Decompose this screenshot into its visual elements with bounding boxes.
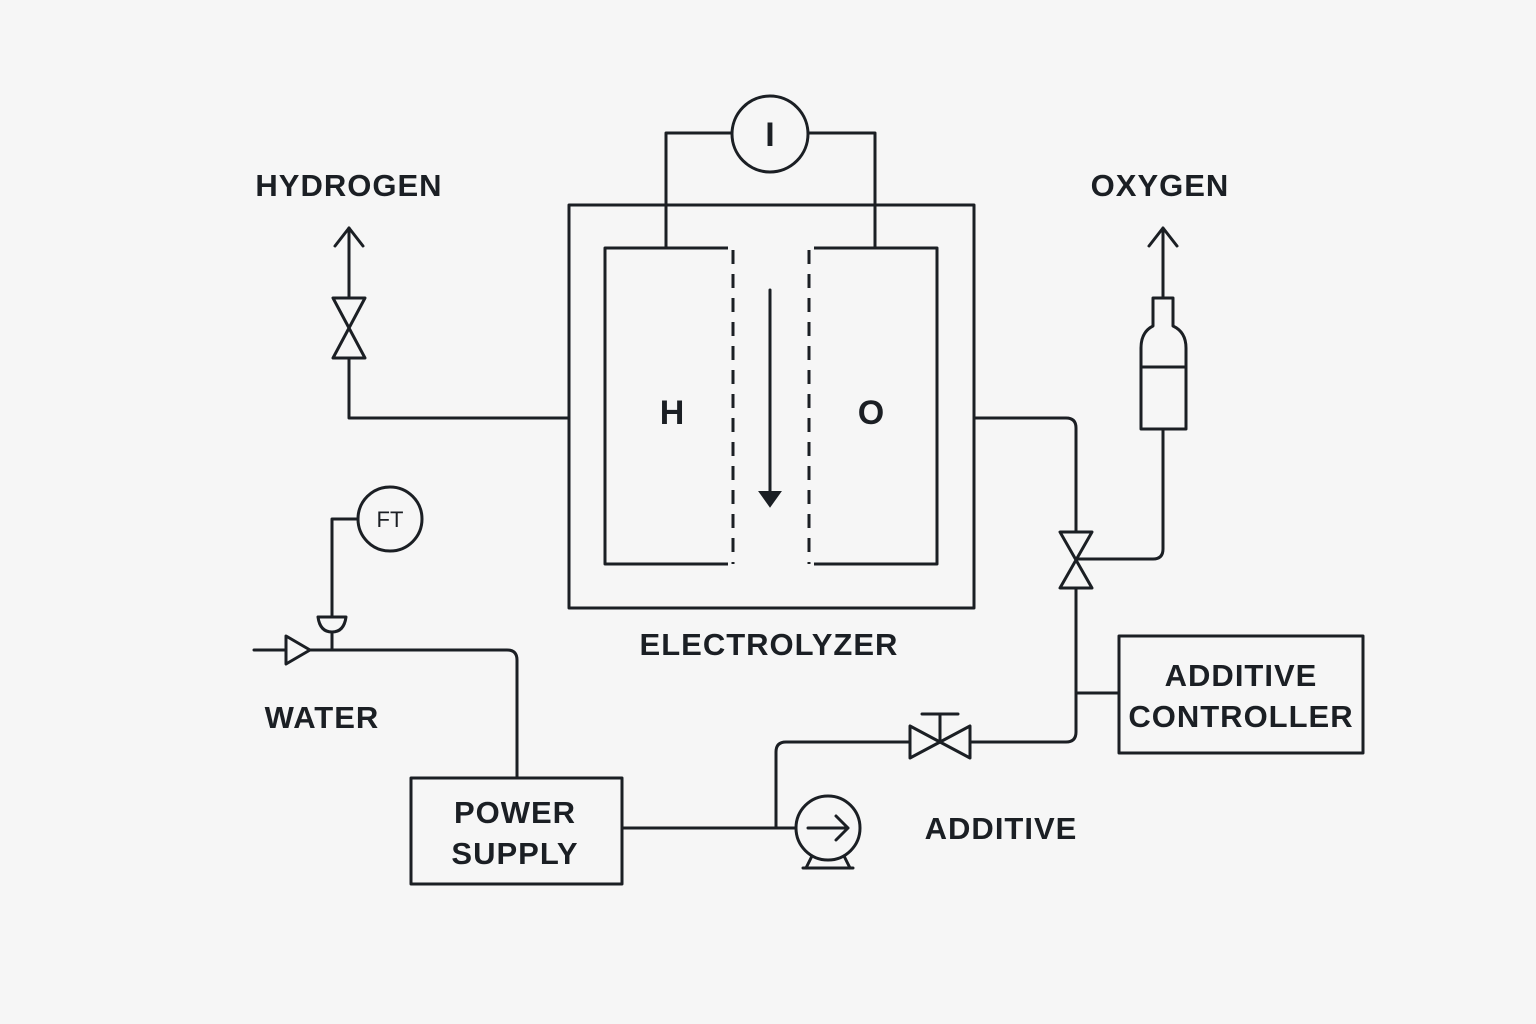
oxygen-chamber bbox=[807, 246, 939, 566]
hydrogen-outlet: HYDROGEN bbox=[255, 168, 571, 420]
flow-element-icon bbox=[316, 615, 348, 634]
hydrogen-label: HYDROGEN bbox=[255, 168, 442, 203]
additive-valve-icon bbox=[908, 712, 972, 760]
oxygen-branch-pipe bbox=[1074, 427, 1165, 561]
flow-transmitter-label: FT bbox=[377, 507, 404, 532]
oxygen-outlet: OXYGEN bbox=[972, 168, 1230, 590]
water-label: WATER bbox=[265, 700, 380, 735]
hydrogen-pipe bbox=[347, 226, 571, 420]
power-supply-label-line1: POWER bbox=[454, 795, 576, 830]
electrolyzer-label: ELECTROLYZER bbox=[640, 627, 899, 662]
gas-bottle-icon bbox=[1139, 296, 1188, 431]
additive-controller-label-line1: ADDITIVE bbox=[1165, 658, 1318, 693]
additive-pipe bbox=[774, 586, 1078, 830]
additive-controller: ADDITIVE CONTROLLER bbox=[1074, 634, 1365, 755]
pump-arrow-icon bbox=[806, 814, 850, 842]
electrolyzer-outer-box bbox=[567, 203, 976, 610]
oxygen-valve-icon bbox=[1058, 530, 1094, 590]
current-meter-label: I bbox=[765, 116, 774, 154]
electrolyzer: H O bbox=[567, 203, 976, 610]
meter-wire bbox=[664, 131, 877, 250]
pump-icon bbox=[794, 794, 862, 862]
pump-base-icon bbox=[801, 854, 855, 870]
additive-line: ADDITIVE bbox=[620, 586, 1078, 870]
ft-signal-line bbox=[330, 517, 360, 619]
hydrogen-outlet-arrow-icon bbox=[333, 226, 365, 248]
oxygen-outlet-arrow bbox=[1147, 226, 1179, 300]
power-supply: POWER SUPPLY bbox=[409, 776, 624, 886]
additive-controller-label-line2: CONTROLLER bbox=[1128, 699, 1353, 734]
current-meter-circle bbox=[730, 94, 810, 174]
additive-controller-box bbox=[1117, 634, 1365, 755]
flow-transmitter-circle bbox=[356, 485, 424, 553]
current-meter: I bbox=[664, 94, 877, 250]
oxygen-chamber-label: O bbox=[858, 394, 884, 432]
hydrogen-chamber-label: H bbox=[660, 394, 685, 432]
oxygen-label: OXYGEN bbox=[1091, 168, 1230, 203]
hydrogen-valve-icon bbox=[331, 296, 367, 360]
oxygen-pipe bbox=[972, 416, 1078, 534]
additive-label: ADDITIVE bbox=[925, 811, 1078, 846]
power-supply-label-line2: SUPPLY bbox=[451, 836, 578, 871]
current-arrow-head bbox=[758, 491, 782, 508]
water-inlet-arrow-icon bbox=[284, 634, 312, 666]
water-pipe bbox=[252, 648, 519, 780]
water-inlet: FT WATER bbox=[252, 485, 519, 780]
power-supply-box bbox=[409, 776, 624, 886]
